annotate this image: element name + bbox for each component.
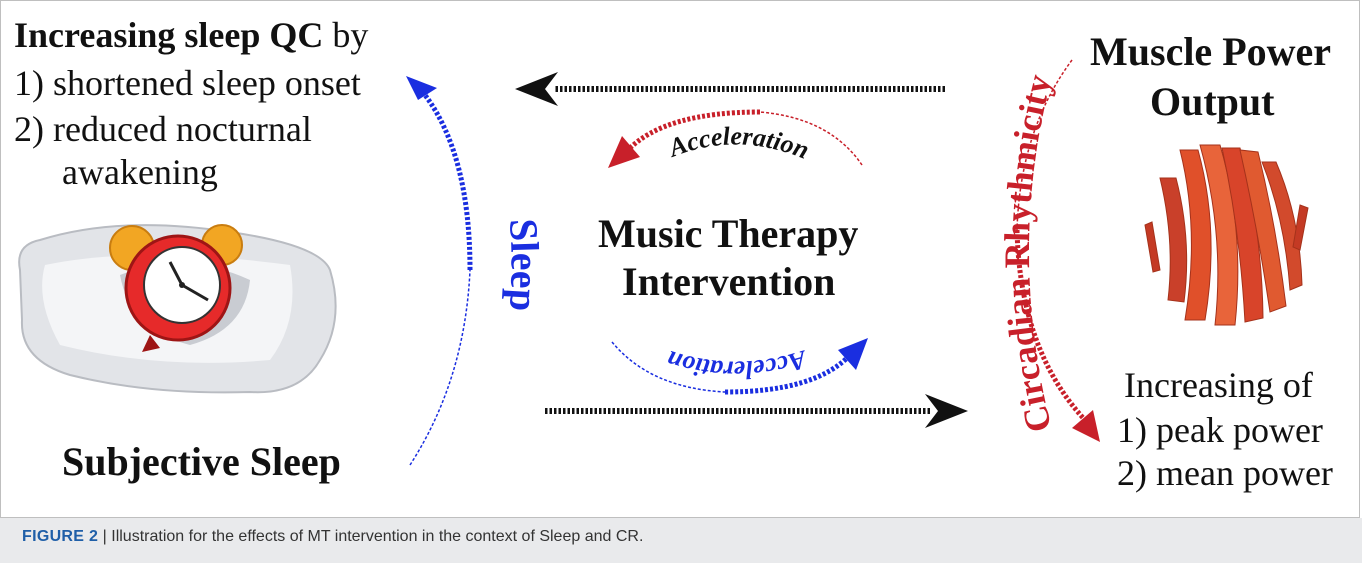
left-item-2-cont: awakening (62, 152, 218, 192)
top-accel-arrowhead (608, 136, 640, 168)
right-title-line1: Muscle Power (1090, 29, 1332, 74)
figure-label: FIGURE 2 (22, 528, 99, 545)
left-title-rest: by (323, 15, 369, 55)
diagram-canvas: Sleep Acceleration Acceleration Circadia… (18, 59, 1309, 466)
right-increase-label: Increasing of (1124, 365, 1313, 405)
muscle-fiber (1179, 149, 1212, 321)
caption-separator: | (98, 528, 112, 545)
muscle-fiber (1261, 161, 1303, 291)
figure-caption: FIGURE 2 | Illustration for the effects … (22, 528, 643, 546)
sleep-arc-label: Sleep (501, 217, 548, 312)
subjective-sleep-label: Subjective Sleep (62, 439, 341, 484)
circadian-arc-thin (1016, 59, 1073, 231)
sleep-arc-thin (409, 269, 471, 466)
clock-minute-hand (181, 283, 209, 302)
figure-frame (0, 0, 1360, 518)
muscle-strand (1292, 204, 1309, 251)
muscle-illustration (1144, 144, 1309, 326)
muscle-strand (1144, 221, 1161, 273)
right-item-2: 2) mean power (1117, 453, 1333, 493)
top-accel-label: Acceleration (663, 121, 813, 164)
bottom-accel-label: Acceleration (663, 344, 811, 384)
clock-center (179, 282, 185, 288)
top-accel-arc-thin (759, 111, 863, 166)
sleep-arc-arrowhead (406, 76, 437, 100)
muscle-fiber (1239, 149, 1287, 313)
bottom-accel-arc-thin (611, 341, 726, 393)
top-arrow-head (515, 72, 558, 106)
clock-leg (142, 335, 160, 352)
circadian-arc-label: Circadian Rhythmicity (997, 70, 1059, 436)
sleep-arc-thick (422, 93, 473, 271)
center-title-line1: Music Therapy (598, 211, 859, 256)
left-title-bold: Increasing sleep QC (14, 15, 324, 55)
left-title: Increasing sleep QC by (14, 14, 368, 56)
muscle-fiber (1159, 177, 1188, 303)
clock-hour-hand (168, 261, 184, 286)
right-title-line2: Output (1150, 79, 1275, 124)
top-accel-arc-thick (626, 109, 761, 152)
bottom-accel-arc-thick (724, 353, 852, 395)
caption-text: Illustration for the effects of MT inter… (111, 528, 644, 545)
center-title-line2: Intervention (622, 259, 836, 304)
left-item-2: 2) reduced nocturnal (14, 109, 312, 149)
bottom-accel-arrowhead (838, 338, 868, 370)
bottom-arrow-head (925, 394, 968, 428)
left-item-1: 1) shortened sleep onset (14, 63, 361, 103)
circadian-arrowhead (1072, 410, 1100, 442)
pillow-clock-illustration (18, 224, 337, 394)
right-item-1: 1) peak power (1117, 410, 1323, 450)
caption-bar (0, 518, 1362, 563)
